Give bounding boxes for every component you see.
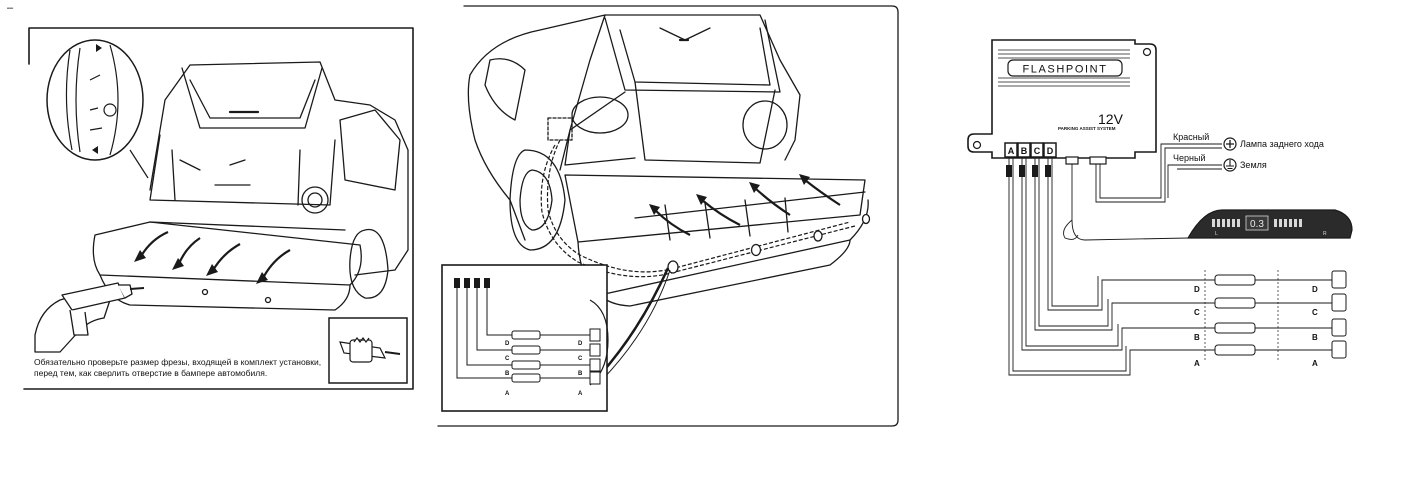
port-a-label: A <box>1008 146 1015 156</box>
sensor-letters-left: D C B A <box>1194 285 1200 368</box>
wire-black-label: Черный <box>1173 153 1205 163</box>
plus-terminal-icon <box>1223 137 1237 151</box>
sensor-letter-c-right: C <box>1312 308 1318 317</box>
reverse-lamp-label: Лампа заднего хода <box>1240 139 1324 149</box>
sensor-letter-b-left: B <box>1194 333 1200 342</box>
sensor-ports: A B C D <box>1004 142 1107 165</box>
port-c-label: C <box>1034 146 1041 156</box>
voltage-label: 12V <box>1098 111 1124 127</box>
sensor-letters-right: D C B A <box>1312 285 1318 368</box>
port-b-label: B <box>1021 146 1028 156</box>
display-right-mark: R <box>1323 231 1327 237</box>
power-legend: Красный Черный Лампа заднего хода Земля <box>1173 132 1324 172</box>
panel-sensor-installation: D C B A D C B A <box>430 0 910 430</box>
inset-letter-b-left: B <box>505 371 510 377</box>
inset-letter-b-right: B <box>578 371 583 377</box>
display-readout: 0.3 <box>1250 219 1264 230</box>
inset-letter-c-left: C <box>505 356 510 362</box>
sensor-letter-b-right: B <box>1312 333 1318 342</box>
sensor-letter-d-right: D <box>1312 285 1318 294</box>
drilling-note: Обязательно проверьте размер фрезы, вход… <box>34 357 329 379</box>
inset-letter-c-right: C <box>578 356 583 362</box>
control-unit: FLASHPOINT 12V PARKING ASSIST SYSTEM <box>967 39 1157 159</box>
distance-display: 0.3 L R <box>1186 209 1353 239</box>
wire-red-label: Красный <box>1173 132 1209 142</box>
ground-label: Земля <box>1240 160 1267 170</box>
inset-letter-d-right: D <box>578 341 583 347</box>
inset-letter-d-left: D <box>505 341 510 347</box>
ground-terminal-icon <box>1223 158 1237 172</box>
wiring-diagram: FLASHPOINT 12V PARKING ASSIST SYSTEM A B… <box>967 39 1353 376</box>
panel-wiring-diagram: FLASHPOINT 12V PARKING ASSIST SYSTEM A B… <box>960 30 1360 390</box>
sensor-installation-illustration: D C B A D C B A <box>437 5 899 427</box>
display-left-mark: L <box>1215 231 1218 237</box>
port-d-label: D <box>1047 146 1054 156</box>
inset-letter-a-left: A <box>505 391 510 397</box>
inset-letters-right: D C B A <box>578 341 583 397</box>
system-subtitle: PARKING ASSIST SYSTEM <box>1058 126 1116 131</box>
drilling-note-line-2: перед тем, как сверлить отверстие в бамп… <box>34 368 268 378</box>
sensor-letter-c-left: C <box>1194 308 1200 317</box>
brand-logo: FLASHPOINT <box>1022 64 1107 76</box>
drilling-illustration <box>23 27 414 390</box>
inset-letters-left: D C B A <box>505 341 510 397</box>
inset-letter-a-right: A <box>578 391 583 397</box>
panel-drilling: Обязательно проверьте размер фрезы, вход… <box>0 0 420 400</box>
drilling-note-line-1: Обязательно проверьте размер фрезы, вход… <box>34 357 322 367</box>
corner-mark: – <box>7 2 14 14</box>
sensor-letter-a-left: A <box>1194 359 1200 368</box>
sensor-letter-a-right: A <box>1312 359 1318 368</box>
sensor-letter-d-left: D <box>1194 285 1200 294</box>
